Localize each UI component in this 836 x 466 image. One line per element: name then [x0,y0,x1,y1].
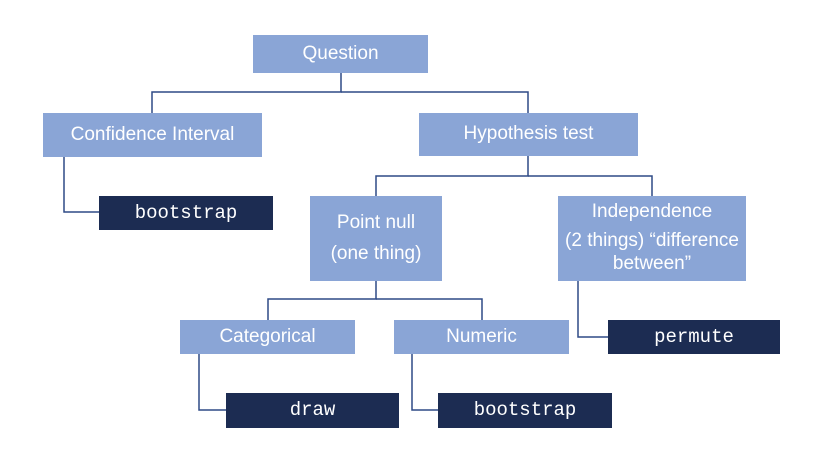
method-bootstrap-numeric: bootstrap [438,393,612,428]
connector-categorical-draw [198,354,226,411]
method-bootstrap-ci-label: bootstrap [134,201,238,224]
node-independence: Independence (2 things) “difference betw… [558,196,746,281]
node-independence-line1: Independence [591,201,713,223]
node-hypothesis-test: Hypothesis test [419,113,638,156]
connector-numeric-bootstrap [411,354,438,411]
method-permute: permute [608,320,780,354]
method-draw: draw [226,393,399,428]
node-point-null: Point null (one thing) [310,196,442,281]
node-categorical: Categorical [180,320,355,354]
connector-hypothesis-right [528,175,653,196]
connector-question-right [341,91,529,113]
node-categorical-label: Categorical [219,325,316,347]
method-permute-label: permute [654,325,734,348]
node-question-label: Question [302,42,379,64]
node-confidence-interval-label: Confidence Interval [70,123,235,145]
node-point-null-line2: (one thing) [330,242,422,264]
node-confidence-interval: Confidence Interval [43,113,262,157]
node-point-null-line1: Point null [336,212,416,234]
method-bootstrap-numeric-label: bootstrap [473,399,577,422]
node-numeric: Numeric [394,320,569,354]
method-draw-label: draw [289,399,336,422]
connector-question [151,73,342,113]
node-question: Question [253,35,428,73]
node-hypothesis-test-label: Hypothesis test [463,123,594,145]
node-independence-line2: (2 things) “difference between” [565,230,739,274]
connector-pointnull [267,281,377,320]
connector-independence-permute [577,281,608,338]
connector-hypothesis [375,156,529,196]
method-bootstrap-ci: bootstrap [99,196,273,230]
connector-ci-bootstrap [63,157,99,213]
node-numeric-label: Numeric [446,325,517,347]
connector-pointnull-right [376,298,483,320]
